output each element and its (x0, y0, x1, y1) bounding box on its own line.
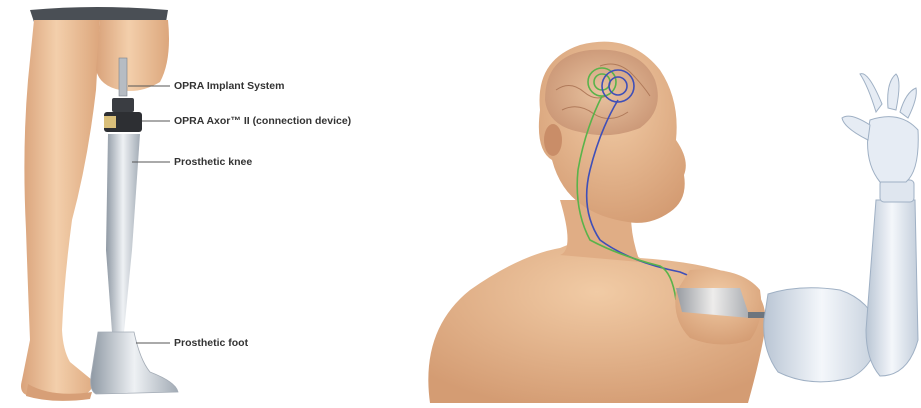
prosthetic-foot (91, 332, 178, 394)
shorts (30, 7, 168, 22)
robotic-forearm (866, 200, 918, 376)
implant-rod (119, 58, 127, 96)
brain (545, 50, 658, 136)
label-opra-axor-device: OPRA Axor™ II (connection device) (174, 115, 351, 127)
axor-clamp (112, 98, 134, 112)
prosthetic-pylon (106, 134, 140, 332)
residual-limb (96, 20, 169, 91)
ear (544, 124, 562, 156)
label-prosthetic-foot: Prosthetic foot (174, 337, 248, 349)
neural-arm-figure (428, 42, 918, 403)
intact-leg (21, 20, 100, 396)
axor-accent (104, 116, 116, 128)
robotic-hand (842, 74, 918, 182)
leg-prosthesis-figure (21, 7, 178, 401)
robotic-upper-arm (764, 288, 880, 382)
robotic-wrist (880, 180, 914, 202)
label-opra-implant-system: OPRA Implant System (174, 80, 284, 92)
label-prosthetic-knee: Prosthetic knee (174, 156, 252, 168)
